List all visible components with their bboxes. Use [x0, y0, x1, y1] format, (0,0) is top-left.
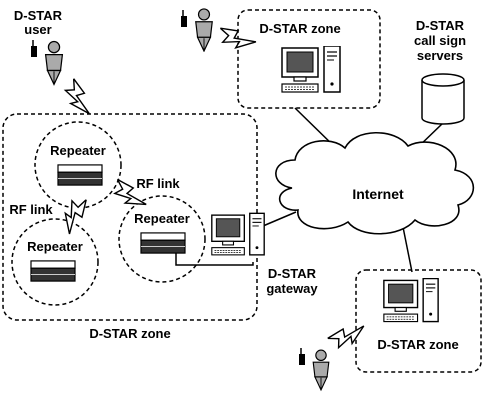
- cloud-icon: [275, 131, 475, 235]
- dstar-user-label-line1: D-STAR: [14, 8, 63, 23]
- right-zone-boundary: [355, 269, 482, 373]
- repeater-left-label: Repeater: [27, 239, 83, 254]
- right-zone-label: D-STAR zone: [377, 337, 458, 352]
- repeater-top-label: Repeater: [50, 143, 106, 158]
- lightning-icon: [326, 319, 370, 353]
- computer-icon: [281, 46, 341, 93]
- internet-label: Internet: [352, 186, 404, 202]
- radio-icon: [298, 348, 306, 366]
- radio-icon: [30, 40, 38, 58]
- gateway-label-line2: gateway: [266, 281, 318, 296]
- link-gateway-internet: [262, 211, 297, 227]
- gateway-label-line1: D-STAR: [268, 266, 317, 281]
- link-internet-right-zone: [401, 221, 413, 273]
- callsign-label-line3: servers: [417, 48, 463, 63]
- repeater-icon: [140, 232, 186, 254]
- lightning-icon: [215, 25, 259, 54]
- repeater-icon: [57, 164, 103, 186]
- person-icon: [44, 40, 64, 86]
- top-zone-boundary: [237, 9, 381, 109]
- radio-icon: [180, 10, 188, 28]
- rf-link-right-label: RF link: [136, 176, 180, 191]
- repeater-icon: [30, 260, 76, 282]
- left-zone-label: D-STAR zone: [89, 326, 170, 341]
- rf-link-left-label: RF link: [9, 202, 53, 217]
- callsign-label-line2: call sign: [414, 33, 466, 48]
- repeater-mid-label: Repeater: [134, 211, 190, 226]
- callsign-label-line1: D-STAR: [416, 18, 465, 33]
- person-icon: [312, 349, 330, 391]
- top-zone-label: D-STAR zone: [259, 21, 340, 36]
- lightning-icon: [59, 76, 96, 120]
- dstar-user-label-line2: user: [24, 22, 51, 37]
- computer-icon: [211, 212, 265, 256]
- database-icon: [421, 73, 465, 125]
- person-icon: [195, 8, 213, 52]
- link-repeater-gateway: [175, 250, 254, 266]
- computer-icon: [383, 278, 439, 323]
